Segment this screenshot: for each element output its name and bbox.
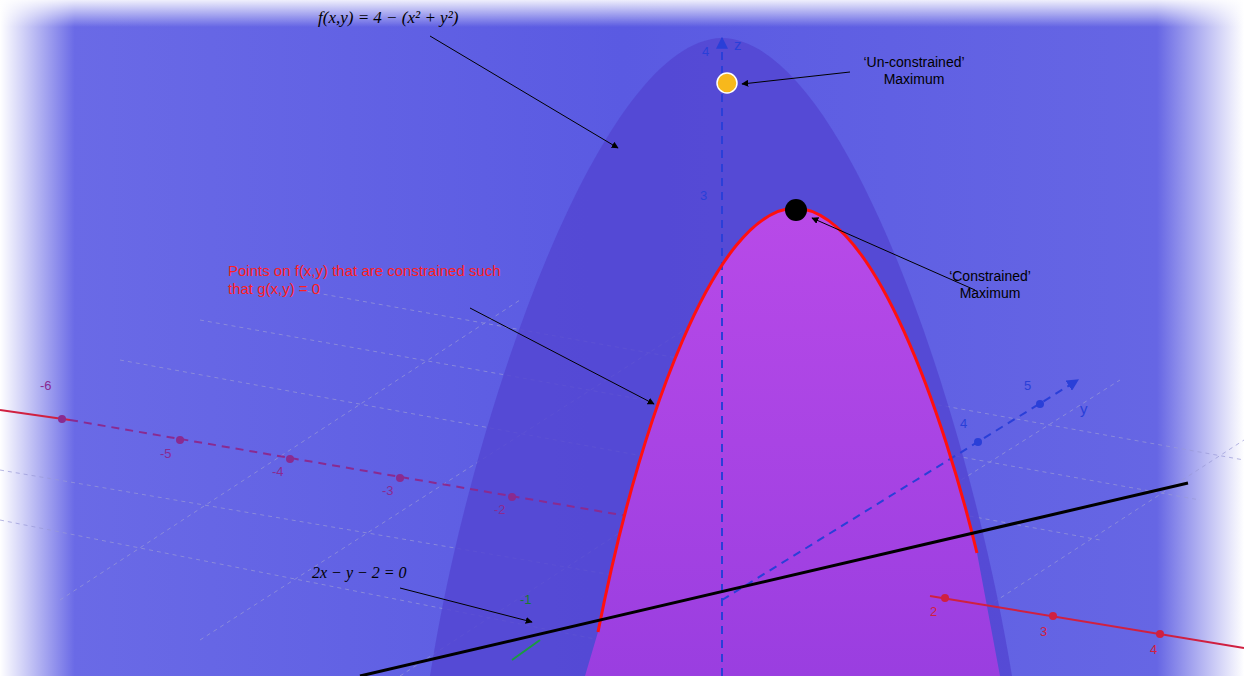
equation-label: 2x − y − 2 = 0: [312, 563, 407, 582]
callout-label: ‘Un-constrained’ Maximum: [852, 54, 976, 88]
x-axis-ticks: [941, 594, 1164, 638]
tick-number: 4: [1150, 642, 1157, 658]
tick-number: -5: [160, 446, 172, 462]
x-axis: [930, 596, 1244, 648]
paraboloid-surface: [430, 38, 1012, 676]
y-axis: [722, 380, 1078, 600]
y-axis-negative: [512, 640, 540, 660]
axis-name: z: [734, 36, 742, 54]
constrained-region: [585, 208, 1000, 676]
tick-number: 3: [700, 188, 707, 204]
tick-number: 3: [1040, 624, 1047, 640]
tick-number: 5: [1024, 378, 1031, 394]
tick-number: 4: [702, 44, 709, 60]
y-axis-ticks: [974, 400, 1044, 446]
tick-number: -2: [494, 502, 506, 518]
axis-name: y: [1080, 400, 1088, 418]
constraint-line: [360, 483, 1188, 676]
tick-number: -1: [520, 592, 532, 608]
tick-number: 2: [930, 604, 937, 620]
tick-number: 4: [960, 416, 967, 432]
unconstrained-maximum: [717, 73, 737, 93]
tick-number: -3: [382, 483, 394, 499]
z-axis: [721, 38, 723, 676]
constrained-maximum: [785, 199, 807, 221]
callout-label: Points on f(x,y) that are constrained su…: [228, 262, 528, 298]
x-axis-hidden: [70, 420, 720, 532]
constraint-curve: [598, 208, 977, 632]
tick-number: -6: [40, 378, 52, 394]
x-axis-ticks: [58, 415, 516, 501]
callout-label: ‘Constrained’ Maximum: [935, 268, 1045, 302]
function-label: f(x,y) = 4 − (x² + y²): [318, 8, 458, 28]
leader-lines: [400, 36, 975, 622]
tick-number: -4: [272, 464, 284, 480]
